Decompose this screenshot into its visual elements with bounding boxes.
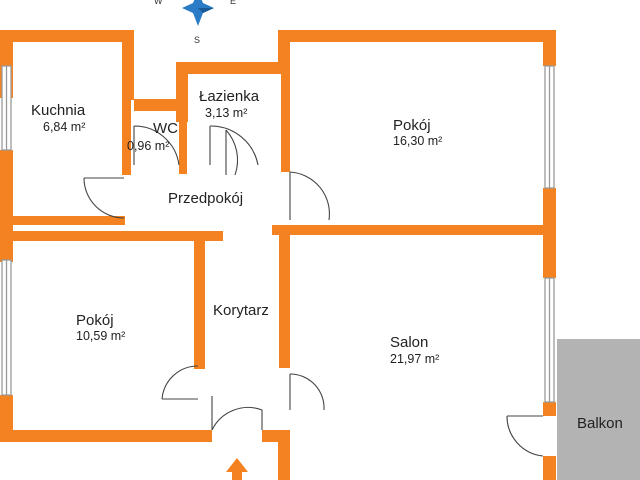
door-balcony [506, 415, 544, 457]
arrow-up-icon [226, 458, 248, 480]
room-area-pokoj-sw: 10,59 m² [76, 329, 125, 343]
door-lazienka [209, 125, 259, 166]
room-name-salon: Salon [390, 334, 428, 351]
room-name-pokoj-ne: Pokój [393, 117, 431, 134]
door-wc [133, 125, 180, 166]
door-przedpokoj-hall [225, 129, 239, 176]
room-name-przedpokoj: Przedpokój [168, 190, 243, 207]
windows [1, 65, 555, 403]
compass-west-label: W [154, 0, 163, 6]
compass-rose-icon: W E S [154, 0, 236, 45]
door-kitchen [83, 177, 125, 219]
door-salon [289, 373, 325, 411]
room-area-lazienka: 3,13 m² [205, 106, 247, 120]
door-pokoj-sw [161, 365, 199, 400]
room-name-korytarz: Korytarz [213, 302, 269, 319]
door-pokoj-ne [289, 171, 330, 221]
door-entrance [211, 396, 263, 431]
door-swings [83, 125, 544, 457]
compass-east-label: E [230, 0, 236, 6]
compass-south-label: S [194, 35, 200, 45]
room-name-wc: WC [153, 120, 178, 137]
balcony-area [557, 339, 640, 480]
room-name-lazienka: Łazienka [199, 88, 260, 105]
walls [0, 30, 556, 480]
room-area-salon: 21,97 m² [390, 352, 439, 366]
room-area-kuchnia: 6,84 m² [43, 120, 85, 134]
room-area-pokoj-ne: 16,30 m² [393, 134, 442, 148]
room-area-wc: 0,96 m² [127, 139, 169, 153]
room-name-pokoj-sw: Pokój [76, 312, 114, 329]
room-name-balkon: Balkon [577, 415, 623, 432]
room-name-kuchnia: Kuchnia [31, 102, 86, 119]
